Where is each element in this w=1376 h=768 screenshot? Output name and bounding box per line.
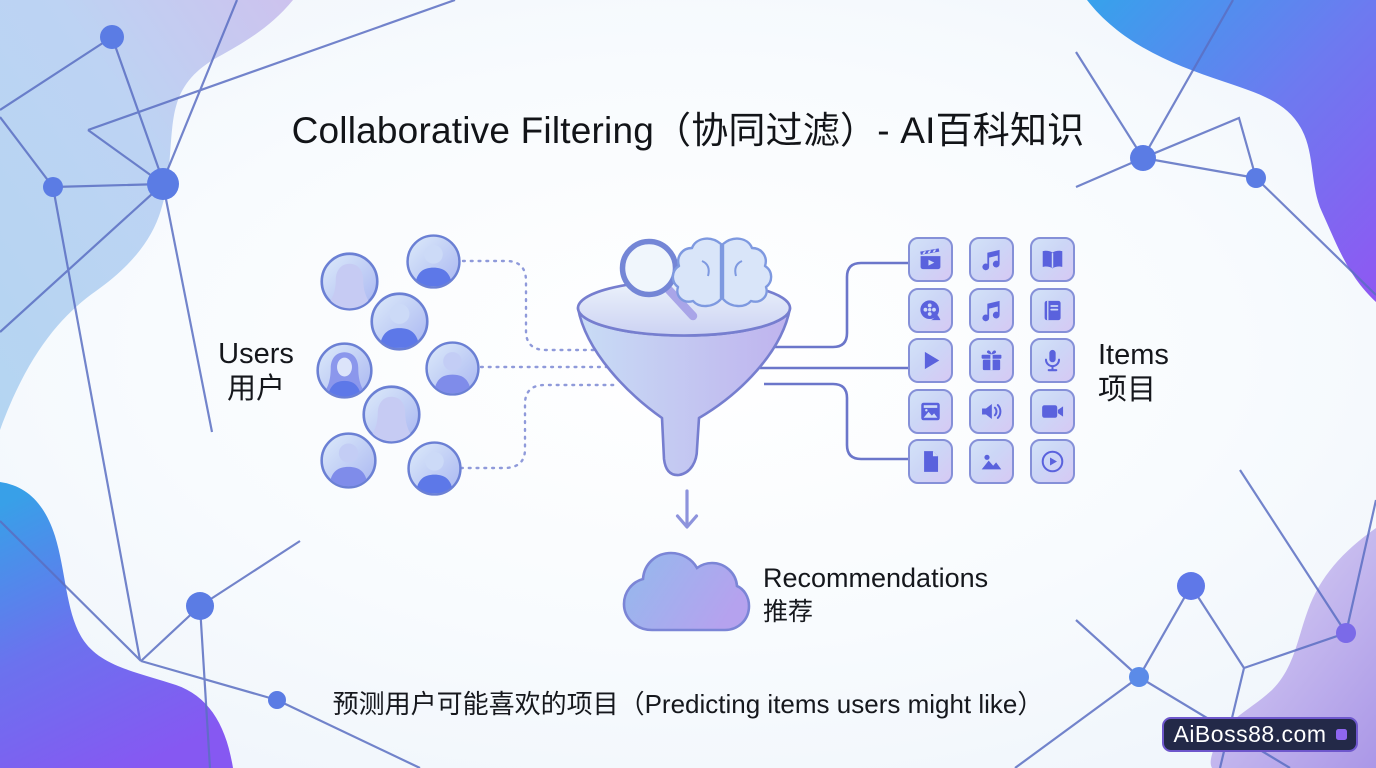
microphone-icon: [1044, 349, 1061, 372]
user-dotted-links: [459, 259, 619, 470]
item-tile: [1030, 237, 1075, 282]
movie-clapper-icon: [920, 248, 941, 270]
user-avatar: [369, 291, 429, 351]
item-tile: [908, 338, 953, 383]
items-label-zh: 项目: [1098, 374, 1157, 406]
funnel-icon: [576, 279, 792, 477]
page-title: Collaborative Filtering（协同过滤）- AI百科知识: [291, 110, 1085, 151]
item-tile: [969, 237, 1014, 282]
open-book-icon: [1042, 250, 1063, 269]
users-label-en: Users: [218, 338, 294, 370]
flow-arrow-icon: [675, 489, 699, 529]
notebook-icon: [1044, 300, 1061, 320]
item-tile: [969, 287, 1014, 333]
item-tile: [908, 388, 953, 434]
users-label-zh: 用户: [226, 373, 285, 405]
user-avatar: [424, 340, 480, 396]
document-icon: [924, 451, 939, 472]
items-label: Items 项目: [1098, 338, 1169, 408]
music-note-icon: [982, 300, 1000, 321]
item-tile: [1030, 338, 1075, 383]
item-tile: [969, 338, 1014, 383]
watermark-text: AiBoss88.com: [1173, 721, 1327, 747]
recommendations-label-en: Recommendations: [763, 563, 989, 593]
landscape-icon: [981, 454, 1002, 470]
play-circle-icon: [1041, 450, 1064, 473]
recommendations-label-zh: 推荐: [763, 598, 814, 626]
photo-icon: [921, 402, 940, 420]
film-reel-icon: [920, 299, 941, 320]
user-avatar: [405, 233, 461, 289]
item-tile: [908, 287, 953, 333]
speaker-icon: [982, 403, 1002, 419]
watermark-badge: AiBoss88.com: [1162, 717, 1358, 752]
users-label: Users 用户: [186, 337, 326, 407]
bottom-caption: 预测用户可能喜欢的项目（Predicting items users might…: [332, 689, 1044, 719]
item-tile: [1030, 439, 1075, 484]
magnifier-icon: [619, 238, 698, 321]
item-tile: [1030, 287, 1075, 333]
user-avatar: [406, 440, 462, 496]
play-icon: [924, 351, 940, 370]
item-tile: [1030, 388, 1075, 434]
cloud-icon: [622, 551, 751, 632]
item-tile: [969, 439, 1014, 484]
video-camera-icon: [1042, 404, 1064, 418]
item-connectors: [760, 261, 908, 461]
user-avatar: [319, 431, 377, 489]
recommendations-label: Recommendations 推荐: [763, 561, 988, 629]
item-tile: [908, 237, 953, 282]
blob-bottom-left: [0, 482, 233, 768]
items-label-en: Items: [1098, 339, 1169, 371]
item-tile: [969, 388, 1014, 434]
gift-icon: [981, 350, 1002, 371]
item-tile: [908, 439, 953, 484]
watermark-square-icon: [1335, 729, 1347, 740]
brain-icon: [671, 237, 773, 308]
items-grid: [908, 237, 1075, 484]
music-note-icon: [982, 249, 1000, 271]
